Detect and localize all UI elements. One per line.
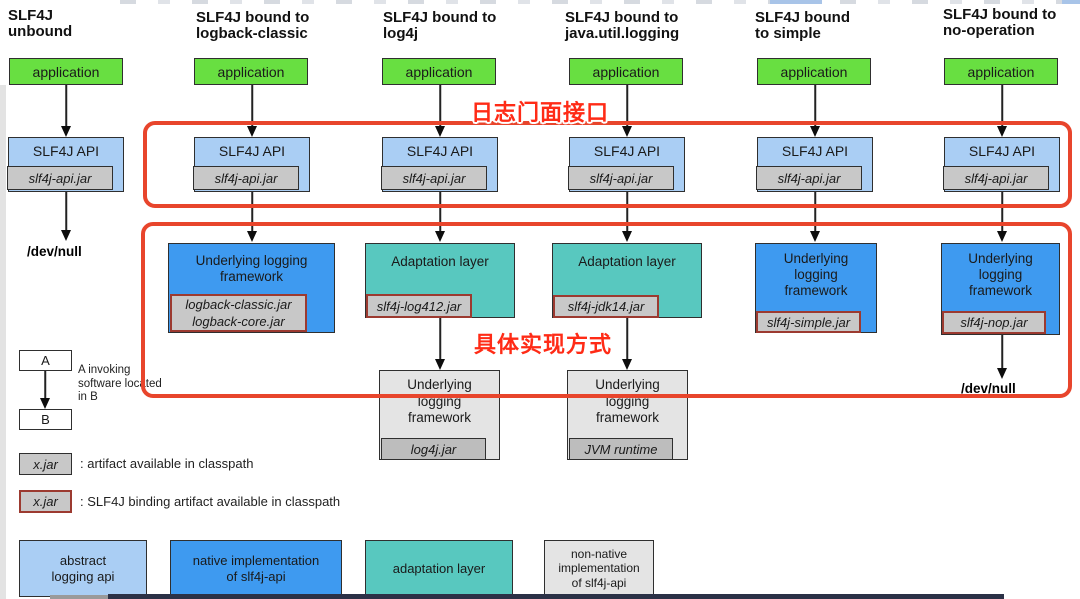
slf4j-api-jar: slf4j-api.jar <box>7 166 113 190</box>
slf4j-api-jar: slf4j-api.jar <box>756 166 862 190</box>
flow-arrow <box>434 85 446 137</box>
slf4j-api-label: SLF4J API <box>32 143 100 159</box>
plain-jar-label: log4j.jar <box>381 438 486 460</box>
flow-arrow <box>60 85 72 137</box>
top-clipped-text-artifact <box>770 0 822 4</box>
flow-arrow <box>996 335 1008 379</box>
facade-annotation-label: 日志门面接口 <box>471 100 610 125</box>
slf4j-api-jar: slf4j-api.jar <box>943 166 1049 190</box>
slf4j-api-jar: slf4j-api.jar <box>568 166 674 190</box>
legend-jar-binding-caption: : SLF4J binding artifact available in cl… <box>80 494 341 509</box>
flow-arrow <box>246 85 258 137</box>
slf4j-api-label: SLF4J API <box>968 143 1036 159</box>
legend-jar-plain-box: x.jar <box>19 453 72 475</box>
application-box: application <box>944 58 1058 85</box>
slf4j-api-label: SLF4J API <box>406 143 474 159</box>
binding-jar-label: logback-classic.jar logback-core.jar <box>170 294 307 332</box>
flow-arrow <box>246 192 258 242</box>
legend-category-native: native implementation of slf4j-api <box>170 540 342 597</box>
flow-arrow <box>60 192 72 241</box>
legend-invoke-b-box: B <box>19 409 72 430</box>
application-box: application <box>194 58 308 85</box>
top-clipped-text-artifact <box>1062 0 1080 4</box>
flow-arrow <box>434 318 446 370</box>
legend-category-abstract: abstract logging api <box>19 540 147 597</box>
flow-arrow <box>996 85 1008 137</box>
legend-jar-binding-box: x.jar <box>19 490 72 513</box>
legend-invoke-a-box: A <box>19 350 72 371</box>
binding-jar-label: slf4j-log412.jar <box>366 294 472 318</box>
dev-null-label: /dev/null <box>961 381 1016 396</box>
application-box: application <box>382 58 496 85</box>
binding-jar-label: slf4j-jdk14.jar <box>553 295 659 318</box>
dev-null-label: /dev/null <box>27 244 82 259</box>
legend-category-nonnative: non-native implementation of slf4j-api <box>544 540 654 597</box>
binding-jar-label: slf4j-simple.jar <box>756 311 861 333</box>
flow-arrow <box>434 192 446 242</box>
application-box: application <box>569 58 683 85</box>
binding-jar-label: slf4j-nop.jar <box>942 311 1046 334</box>
legend-invoke-arrow <box>39 371 51 409</box>
slf4j-api-jar: slf4j-api.jar <box>193 166 299 190</box>
column-header-jul: SLF4J bound to java.util.logging <box>565 9 680 42</box>
left-window-edge <box>0 85 6 599</box>
slf4j-api-jar: slf4j-api.jar <box>381 166 487 190</box>
bottom-window-edge <box>50 595 108 599</box>
column-header-simple: SLF4J bound to simple <box>755 9 850 42</box>
column-header-nop: SLF4J bound to no-operation <box>943 6 1057 39</box>
flow-arrow <box>621 318 633 370</box>
flow-arrow <box>809 85 821 137</box>
plain-jar-label: JVM runtime <box>569 438 673 460</box>
flow-arrow <box>996 192 1008 242</box>
application-box: application <box>9 58 123 85</box>
slf4j-api-label: SLF4J API <box>781 143 849 159</box>
legend-category-adaptation: adaptation layer <box>365 540 513 597</box>
application-box: application <box>757 58 871 85</box>
flow-arrow <box>621 192 633 242</box>
top-clipped-text-artifact <box>120 0 1080 4</box>
slf4j-api-label: SLF4J API <box>218 143 286 159</box>
legend-invoke-caption: A invoking software located in B <box>78 364 162 403</box>
implementation-annotation-label: 具体实现方式 <box>474 332 613 357</box>
flow-arrow <box>621 85 633 137</box>
column-header-logback-classic: SLF4J bound to logback-classic <box>196 9 310 42</box>
column-header-unbound: SLF4J unbound <box>8 7 73 40</box>
column-header-log4j: SLF4J bound to log4j <box>383 9 497 42</box>
slf4j-api-label: SLF4J API <box>593 143 661 159</box>
legend-jar-plain-caption: : artifact available in classpath <box>80 456 254 471</box>
flow-arrow <box>809 192 821 242</box>
bottom-window-edge <box>108 594 1004 599</box>
